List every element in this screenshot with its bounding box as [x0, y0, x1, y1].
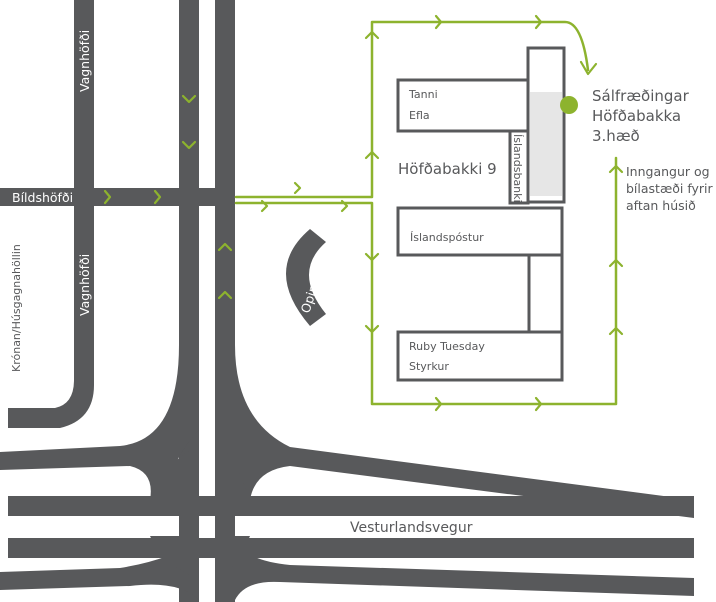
road-ramp-sw [0, 540, 199, 600]
location-dot-icon [560, 96, 578, 114]
route-to-destination [234, 20, 618, 406]
entrance-note-line1: Inngangur og [626, 164, 710, 179]
chevron-up-icon [364, 30, 380, 40]
building-wing-south [396, 330, 564, 382]
tenant-styrkur: Styrkur [409, 360, 449, 373]
label-kronan: Krónan/Húsgagnahöllin [10, 244, 23, 372]
office-highlight [530, 92, 562, 196]
direction-chevrons [103, 14, 624, 412]
chevron-down-icon [181, 94, 197, 104]
road-vagnhofdi-north [74, 0, 94, 190]
chevron-right-icon [103, 189, 112, 205]
road-loop-ne [225, 450, 250, 500]
chevron-up-icon [608, 326, 624, 336]
label-vesturlandsvegur: Vesturlandsvegur [350, 520, 473, 536]
tenant-tanni: Tanni [408, 88, 438, 101]
chevron-up-icon [608, 164, 624, 174]
chevron-right-icon [153, 189, 162, 205]
chevron-right-icon [293, 181, 302, 195]
building-connector [527, 253, 564, 334]
entrance-note-line2: bílastæði fyrir [626, 181, 714, 196]
chevron-down-icon [364, 324, 380, 334]
chevron-down-icon [181, 140, 197, 150]
chevron-right-icon [534, 396, 543, 412]
road-ramp-se [235, 536, 694, 600]
label-vagnhofdi-south: Vagnhöfði [77, 254, 92, 316]
road-network [0, 0, 694, 602]
chevron-down-icon [364, 252, 380, 262]
label-vagnhofdi-north: Vagnhöfði [77, 30, 92, 92]
destination-line3: 3.hæð [592, 127, 640, 145]
road-hofdabakki-east [215, 0, 235, 602]
tenant-ruby-tuesday: Ruby Tuesday [409, 340, 485, 353]
chevron-up-icon [217, 290, 233, 300]
chevron-up-icon [217, 242, 233, 252]
building-hofdabakki-9 [396, 46, 566, 382]
route-arrowhead [579, 60, 598, 76]
chevron-right-icon [434, 396, 443, 412]
chevron-right-icon [434, 14, 443, 30]
chevron-up-icon [608, 258, 624, 268]
chevron-right-icon [260, 199, 269, 213]
building-opin-kerfi [286, 229, 326, 326]
destination-line2: Höfðabakka [592, 107, 681, 125]
tenant-islandsbanki: Íslandsbanki [511, 134, 524, 203]
route-south-path [234, 156, 618, 406]
chevron-right-icon [340, 199, 349, 213]
destination-line1: Sálfræðingar [592, 87, 690, 105]
building-islandsbanki [508, 129, 530, 205]
label-hofdabakki: Höfðabakki [202, 276, 217, 346]
road-loop-nw [150, 450, 190, 500]
road-vagnhofdi-south [8, 205, 94, 428]
label-bildshofdi: Bíldshöfði [12, 190, 73, 205]
road-bildshofdi [0, 188, 234, 206]
route-north-path [234, 20, 590, 199]
road-ramp-nw [0, 345, 199, 500]
road-vesturlandsvegur-south [8, 538, 694, 558]
tenant-islandspostur: Íslandspóstur [410, 231, 484, 244]
tenant-efla: Efla [409, 109, 430, 122]
road-hofdabakki-west [179, 0, 199, 602]
chevron-up-icon [364, 150, 380, 160]
road-vesturlandsvegur-north [8, 496, 694, 516]
chevron-right-icon [534, 14, 543, 30]
entrance-note-line3: aftan húsið [626, 198, 696, 213]
building-name: Höfðabakki 9 [398, 160, 497, 178]
